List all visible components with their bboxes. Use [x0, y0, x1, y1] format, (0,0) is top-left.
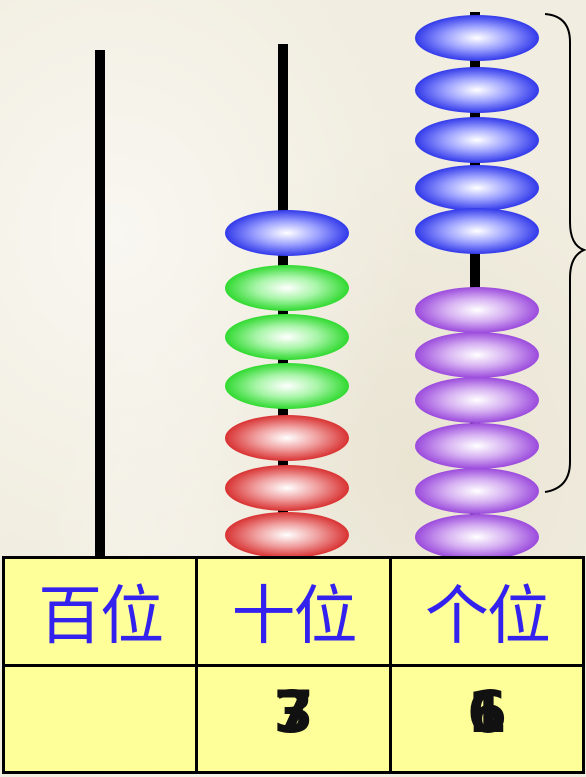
purple-bead	[415, 332, 539, 378]
tens-digit-b: 7	[273, 677, 313, 747]
green-bead	[225, 314, 349, 360]
brace-icon	[545, 14, 584, 492]
ones-digit-b: 1	[467, 677, 507, 747]
blue-bead	[225, 210, 349, 256]
red-bead	[225, 465, 349, 511]
ones-digit-stack: 6 1	[467, 677, 507, 747]
purple-bead	[415, 287, 539, 333]
red-bead	[225, 415, 349, 461]
blue-bead	[415, 208, 539, 254]
purple-bead	[415, 377, 539, 423]
purple-bead	[415, 468, 539, 514]
value-hundreds	[4, 665, 197, 773]
purple-bead	[415, 423, 539, 469]
abacus	[0, 0, 586, 560]
header-hundreds: 百位	[4, 558, 197, 666]
green-bead	[225, 363, 349, 409]
header-tens: 十位	[197, 558, 390, 666]
value-tens: 3 7	[197, 665, 390, 773]
header-row: 百位 十位 个位	[4, 558, 584, 666]
green-bead	[225, 265, 349, 311]
header-ones: 个位	[390, 558, 583, 666]
place-value-table: 百位 十位 个位 3 7 6 1	[2, 556, 585, 774]
blue-bead	[415, 67, 539, 113]
value-row: 3 7 6 1	[4, 665, 584, 773]
blue-bead	[415, 15, 539, 61]
value-ones: 6 1	[390, 665, 583, 773]
tens-digit-stack: 3 7	[273, 677, 313, 747]
blue-bead	[415, 117, 539, 163]
blue-bead	[415, 165, 539, 211]
purple-bead	[415, 514, 539, 560]
red-bead	[225, 512, 349, 558]
beads-ones	[415, 15, 539, 560]
